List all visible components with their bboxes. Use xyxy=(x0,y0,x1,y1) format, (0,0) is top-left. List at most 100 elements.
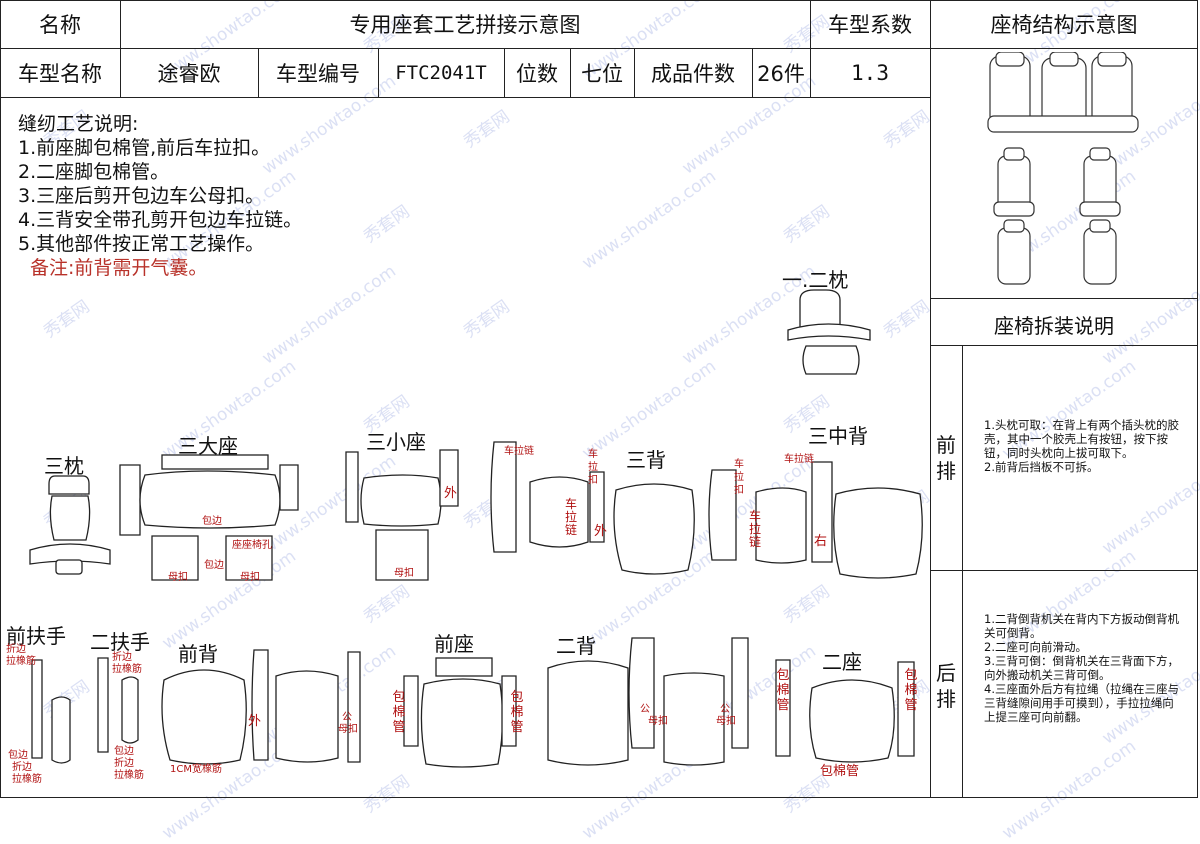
pieces-label: 成品件数 xyxy=(651,61,735,86)
annotation-pull-rubber: 拉橡筋 xyxy=(6,656,36,667)
header-divider xyxy=(504,48,505,97)
third-big-seat-piece xyxy=(161,454,269,470)
third-back-piece xyxy=(490,441,517,553)
disassembly-title: 座椅拆装说明 xyxy=(994,314,1114,338)
annotation-right: 右 xyxy=(814,534,828,549)
second-pillow-piece xyxy=(799,289,841,329)
model-name-value: 途睿欧 xyxy=(157,61,221,86)
third-small-seat-piece xyxy=(375,529,429,581)
second-back-piece xyxy=(547,660,629,766)
third-pillow-piece xyxy=(48,475,90,495)
second-seat-piece xyxy=(809,679,895,763)
header-divider xyxy=(0,97,930,98)
annotation-female-button: 母扣 xyxy=(168,572,188,583)
annotation-wrap-cotton: 包棉管 xyxy=(510,690,524,735)
annotation-zipper-vertical: 车拉扣 xyxy=(588,449,598,486)
side-divider xyxy=(962,345,963,798)
annotation-wrap-edge: 包边 xyxy=(114,746,134,757)
third-back-piece xyxy=(589,471,605,543)
front-armrest-piece xyxy=(51,696,71,764)
header-divider xyxy=(378,48,379,97)
third-back-piece xyxy=(613,483,695,575)
annotation-elastic: 1CM宽橡筋 xyxy=(170,764,222,775)
side-divider xyxy=(930,570,1198,571)
third-pillow-piece xyxy=(55,559,83,575)
model-code-value: FTC2041T xyxy=(395,61,487,84)
sewing-instructions: 缝纫工艺说明: 1.前座脚包棉管,前后车拉扣。 2.二座脚包棉管。 3.三座后剪… xyxy=(18,112,302,280)
annotation-fold-edge: 折边 xyxy=(112,652,132,663)
third-pillow-piece xyxy=(29,543,111,565)
second-armrest-piece xyxy=(97,657,109,753)
annotation-zipper-chain: 车拉链 xyxy=(564,497,577,537)
third-big-seat-piece xyxy=(119,464,141,536)
third-back-piece xyxy=(529,476,589,548)
annotation-outside: 外 xyxy=(444,486,458,501)
annotation-car-zipper: 车拉链 xyxy=(784,454,814,465)
front-armrest-piece xyxy=(31,659,43,759)
second-armrest-piece xyxy=(121,676,139,744)
second-back-piece xyxy=(663,672,725,766)
sheet-frame xyxy=(0,0,1198,798)
rear-row-text: 1.二背倒背机关在背内下方扳动倒背机关可倒背。 2.二座可向前滑动。 3.三背可… xyxy=(984,612,1179,724)
seats-value: 七位 xyxy=(581,61,623,86)
annotation-wrap-cotton: 包棉管 xyxy=(776,668,790,713)
second-seat-piece xyxy=(897,661,915,757)
title-third-small-seat: 三小座 xyxy=(366,430,426,454)
coef-value: 1.3 xyxy=(851,60,889,85)
annotation-pull-rubber: 拉橡筋 xyxy=(114,770,144,781)
title-second-armrest: 二扶手 xyxy=(90,630,150,654)
annotation-wrap-edge: 包边 xyxy=(204,560,224,571)
header-divider xyxy=(570,48,571,97)
annotation-fold-edge: 折边 xyxy=(6,644,26,655)
third-big-seat-piece xyxy=(279,464,299,511)
annotation-wrap-cotton: 包棉管 xyxy=(820,764,860,779)
annotation-wrap-cotton: 包棉管 xyxy=(392,690,406,735)
third-big-seat-piece xyxy=(139,470,281,529)
header-divider xyxy=(120,0,121,97)
instruction-note: 备注:前背需开气囊。 xyxy=(30,257,208,279)
third-mid-back-piece xyxy=(833,487,923,579)
instruction-item: 5.其他部件按正常工艺操作。 xyxy=(18,233,265,255)
title-second-seat: 二座 xyxy=(822,650,862,674)
title-third-big-seat: 三大座 xyxy=(178,434,238,458)
header-divider xyxy=(930,48,1198,49)
annotation-wrap-edge: 包边 xyxy=(202,516,222,527)
annotation-zipper-chain: 车拉链 xyxy=(748,509,761,549)
second-pillow-piece xyxy=(802,345,860,375)
front-back-piece xyxy=(275,670,339,763)
model-name-label: 车型名称 xyxy=(18,61,102,86)
annotation-fold-edge: 折边 xyxy=(114,758,134,769)
pattern-pieces xyxy=(29,289,923,768)
header-divider xyxy=(258,48,259,97)
annotation-female-button: 母扣 xyxy=(394,568,414,579)
annotation-male: 公 xyxy=(640,704,650,715)
second-back-piece xyxy=(731,637,749,749)
side-divider xyxy=(930,298,1198,299)
instruction-item: 3.三座后剪开包边车公母扣。 xyxy=(18,185,265,207)
front-back-piece xyxy=(251,649,269,761)
third-mid-back-piece xyxy=(755,487,807,564)
title-front-armrest: 前扶手 xyxy=(6,624,66,648)
instructions-title: 缝纫工艺说明: xyxy=(18,113,139,135)
annotation-car-zipper: 车拉链 xyxy=(504,446,534,457)
second-back-piece xyxy=(628,637,655,749)
title-third-back: 三背 xyxy=(626,448,666,472)
third-pillow-piece xyxy=(49,495,91,541)
annotation-male: 公 xyxy=(342,712,352,723)
annotation-wrap-edge: 包边 xyxy=(8,750,28,761)
title-second-back: 二背 xyxy=(556,634,596,658)
front-back-piece xyxy=(161,669,247,765)
header-divider xyxy=(0,48,930,49)
instruction-item: 2.二座脚包棉管。 xyxy=(18,161,170,183)
annotation-female: 母扣 xyxy=(648,716,668,727)
annotation-wrap-cotton: 包棉管 xyxy=(904,668,918,713)
front-seat-piece xyxy=(403,675,419,747)
annotation-pull-rubber: 拉橡筋 xyxy=(12,774,42,785)
annotation-outside: 外 xyxy=(594,524,608,539)
third-small-seat-piece xyxy=(345,451,359,523)
third-small-seat-piece xyxy=(439,449,459,507)
annotation-seat-hole: 座座椅孔 xyxy=(232,540,272,551)
header-divider xyxy=(810,0,811,48)
seat-structure-illustration xyxy=(987,52,1139,285)
title-second-pillow: 一.二枕 xyxy=(782,268,849,292)
